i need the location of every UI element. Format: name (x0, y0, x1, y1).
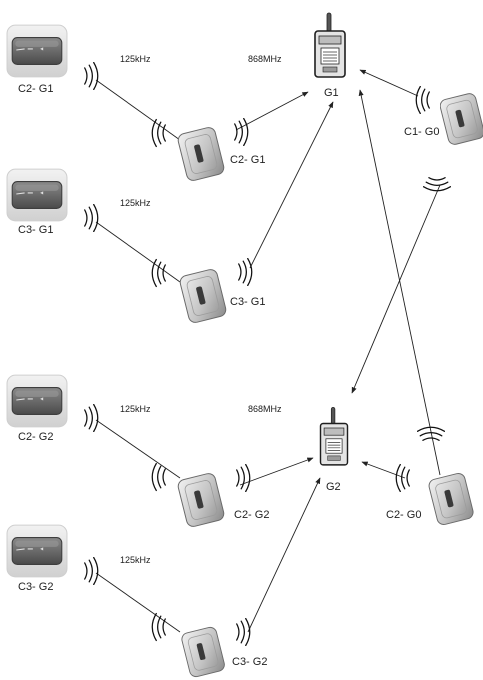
link-c3-g1-to-g1 (249, 101, 334, 269)
frequency-label-lf-top-2: 125kHz (120, 198, 151, 208)
reader-label-c2-g1: C2- G1 (18, 83, 53, 95)
frequency-label-rf-bottom: 868MHz (248, 404, 282, 414)
transmitter-label-c2-g1: C2- G1 (230, 154, 265, 166)
link-c1-g0-to-g2 (351, 184, 441, 394)
radio-wave-icon (238, 258, 253, 286)
radio-wave-icon (395, 464, 410, 492)
link-reader-c2-g2 (95, 419, 181, 479)
link-reader-c2-g1 (95, 79, 181, 141)
remote-transmitter-icon (179, 625, 227, 679)
link-c2-g0-to-g2 (361, 461, 406, 479)
transmitter-label-c3-g2: C3- G2 (232, 656, 267, 668)
transmitter-label-c1-g0: C1- G0 (404, 126, 439, 138)
remote-transmitter-icon (178, 267, 228, 325)
transmitter-label-c3-g1: C3- G1 (230, 296, 265, 308)
receiver-label-g2: G2 (326, 481, 341, 493)
frequency-label-lf-top-1: 125kHz (120, 54, 151, 64)
link-reader-c3-g1 (95, 221, 181, 283)
radio-wave-icon (84, 62, 99, 90)
reader-label-c2-g2: C2- G2 (18, 431, 53, 443)
remote-transmitter-icon (176, 471, 226, 529)
transmitter-label-c2-g0: C2- G0 (386, 509, 421, 521)
remote-transmitter-icon (428, 471, 476, 527)
frequency-label-lf-bottom-1: 125kHz (120, 404, 151, 414)
reader-label-c3-g1: C3- G1 (18, 224, 53, 236)
radio-wave-icon (423, 177, 451, 192)
radio-wave-icon (84, 404, 99, 432)
link-c2-g0-to-g1 (358, 89, 441, 476)
reader-label-c3-g2: C3- G2 (18, 581, 53, 593)
antenna-receiver-icon (319, 406, 349, 466)
antenna-receiver-icon (314, 12, 346, 78)
receiver-label-g1: G1 (324, 87, 339, 99)
radio-wave-icon (415, 86, 430, 114)
card-reader-icon (6, 524, 68, 578)
link-c3-g2-to-g2 (247, 477, 321, 633)
frequency-label-rf-top: 868MHz (248, 54, 282, 64)
radio-wave-icon (84, 204, 99, 232)
radio-wave-icon (236, 618, 251, 646)
card-reader-icon (6, 24, 68, 78)
radio-wave-icon (151, 258, 167, 288)
card-reader-icon (6, 374, 68, 428)
link-reader-c3-g2 (95, 572, 181, 633)
card-reader-icon (6, 168, 68, 222)
remote-transmitter-icon (176, 125, 226, 183)
link-c2-g2-to-g2 (239, 457, 314, 486)
radio-wave-icon (84, 557, 99, 585)
remote-transmitter-icon (440, 91, 483, 147)
radio-wave-icon (234, 118, 249, 146)
radio-wave-icon (151, 462, 167, 492)
frequency-label-lf-bottom-2: 125kHz (120, 555, 151, 565)
radio-wave-icon (151, 118, 167, 148)
radio-wave-icon (236, 464, 251, 492)
transmitter-label-c2-g2: C2- G2 (234, 509, 269, 521)
link-c2-g1-to-g1 (235, 91, 309, 131)
link-c1-g0-to-g1 (359, 69, 419, 97)
